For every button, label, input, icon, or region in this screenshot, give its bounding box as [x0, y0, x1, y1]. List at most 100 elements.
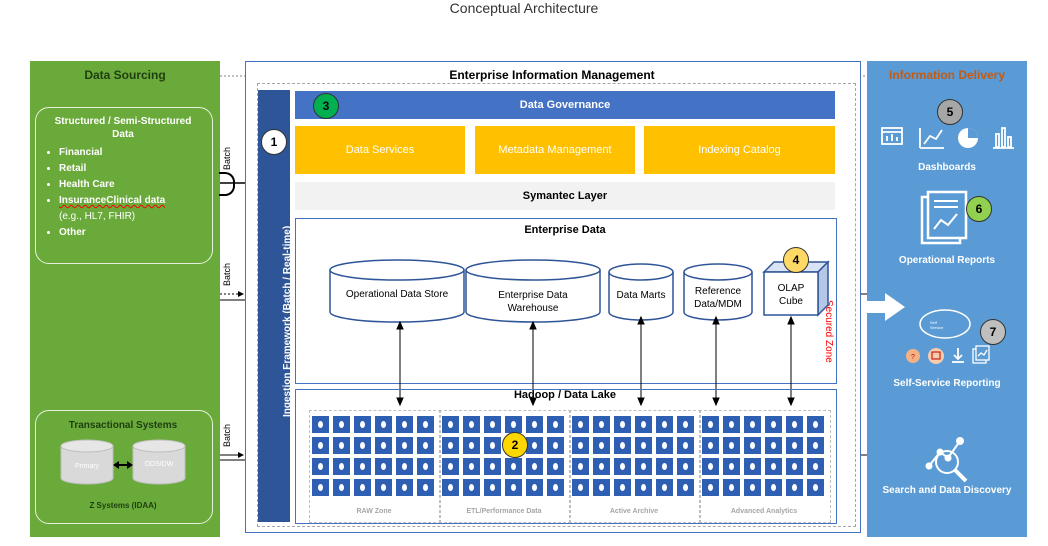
storage-cell	[526, 479, 543, 496]
storage-cell	[702, 437, 719, 454]
data-marts-label: Data Marts	[616, 289, 666, 301]
storage-cell	[656, 479, 673, 496]
dashboards-label: Dashboards	[918, 162, 976, 173]
storage-cell	[547, 479, 564, 496]
storage-cell	[354, 458, 371, 475]
self-service-reporting-label: Self-Service Reporting	[893, 378, 1001, 389]
storage-cell	[572, 479, 589, 496]
storage-cell	[484, 479, 501, 496]
report-small-icon	[972, 345, 990, 364]
archive-zone-label: Active Archive	[609, 508, 659, 515]
olap-cube-label: OLAP Cube	[777, 283, 805, 307]
list-item-note: (e.g., HL7, FHIR)	[59, 211, 136, 222]
storage-cell	[354, 437, 371, 454]
transactional-systems-box	[35, 410, 213, 524]
storage-cell	[765, 437, 782, 454]
indexing-catalog-box: Indexing Catalog	[644, 126, 835, 174]
archive-zone	[569, 410, 701, 523]
storage-cell	[723, 437, 740, 454]
storage-cell	[786, 437, 803, 454]
data-sourcing-heading: Data Sourcing	[84, 68, 166, 82]
storage-cell	[593, 416, 610, 433]
storage-cell	[635, 416, 652, 433]
storage-cell	[526, 458, 543, 475]
structured-data-box	[35, 107, 213, 264]
storage-cell	[417, 416, 434, 433]
storage-cell	[463, 416, 480, 433]
storage-cell	[417, 437, 434, 454]
storage-cell	[312, 479, 329, 496]
edw-label: Enterprise Data Warehouse	[498, 290, 568, 314]
list-item: Other	[59, 225, 165, 241]
search-discovery-label: Search and Data Discovery	[882, 485, 1012, 496]
storage-cell	[723, 458, 740, 475]
data-services-box: Data Services	[295, 126, 465, 174]
storage-cell	[572, 437, 589, 454]
storage-cell	[312, 437, 329, 454]
storage-cell	[702, 479, 719, 496]
eim-title: Enterprise Information Management	[449, 68, 655, 82]
storage-cell	[635, 479, 652, 496]
list-item: Retail	[59, 161, 165, 177]
badge-3: 3	[313, 93, 339, 119]
storage-cell	[463, 437, 480, 454]
storage-cell	[417, 479, 434, 496]
storage-cell	[442, 479, 459, 496]
storage-cell	[744, 437, 761, 454]
badge-6: 6	[966, 196, 992, 222]
data-governance-bar: Data Governance	[295, 91, 835, 119]
storage-cell	[614, 437, 631, 454]
storage-cell	[572, 416, 589, 433]
information-delivery-heading: Information Delivery	[888, 68, 1006, 82]
badge-7: 7	[980, 319, 1006, 345]
storage-cell	[547, 458, 564, 475]
ods-cylinder-icon	[329, 259, 465, 323]
storage-cell	[744, 479, 761, 496]
storage-cell	[677, 458, 694, 475]
storage-cell	[765, 458, 782, 475]
storage-cell	[702, 416, 719, 433]
comment-icon	[928, 348, 944, 364]
ingestion-framework-bar	[258, 90, 290, 522]
chat-bubble-icon: ?	[906, 349, 920, 363]
archive-zone-grid	[572, 416, 694, 496]
storage-cell	[744, 416, 761, 433]
storage-cell	[723, 479, 740, 496]
storage-cell	[526, 437, 543, 454]
storage-cell	[677, 416, 694, 433]
raw-zone-label: RAW Zone	[356, 508, 392, 515]
sync-arrow-icon	[113, 461, 133, 469]
enterprise-data-box	[295, 218, 837, 384]
line-trend-icon	[919, 128, 944, 149]
storage-cell	[505, 479, 522, 496]
ods-label: Operational Data Store	[345, 288, 449, 300]
structured-data-title: Structured / Semi-Structured Data	[54, 116, 192, 140]
enterprise-data-title: Enterprise Data	[524, 224, 606, 236]
etl-zone	[439, 410, 571, 523]
data-lake-box	[295, 389, 837, 524]
storage-cell	[656, 416, 673, 433]
self-service-bubble-icon	[919, 309, 971, 339]
storage-cell	[807, 479, 824, 496]
storage-cell	[526, 416, 543, 433]
storage-cell	[505, 458, 522, 475]
storage-cell	[484, 458, 501, 475]
ods-db-icon	[132, 439, 186, 485]
transactional-db-icons	[60, 439, 186, 485]
storage-cell	[333, 458, 350, 475]
storage-cell	[593, 479, 610, 496]
svg-text:?: ?	[911, 354, 915, 361]
analytics-zone-grid	[702, 416, 824, 496]
operational-reports-label: Operational Reports	[898, 255, 996, 266]
storage-cell	[333, 416, 350, 433]
page-title: Conceptual Architecture	[449, 0, 599, 16]
storage-cell	[396, 437, 413, 454]
storage-cell	[635, 437, 652, 454]
storage-cell	[614, 416, 631, 433]
storage-cell	[656, 437, 673, 454]
storage-cell	[375, 416, 392, 433]
chart-window-icon	[881, 127, 903, 145]
storage-cell	[442, 458, 459, 475]
storage-cell	[635, 458, 652, 475]
storage-cell	[614, 458, 631, 475]
